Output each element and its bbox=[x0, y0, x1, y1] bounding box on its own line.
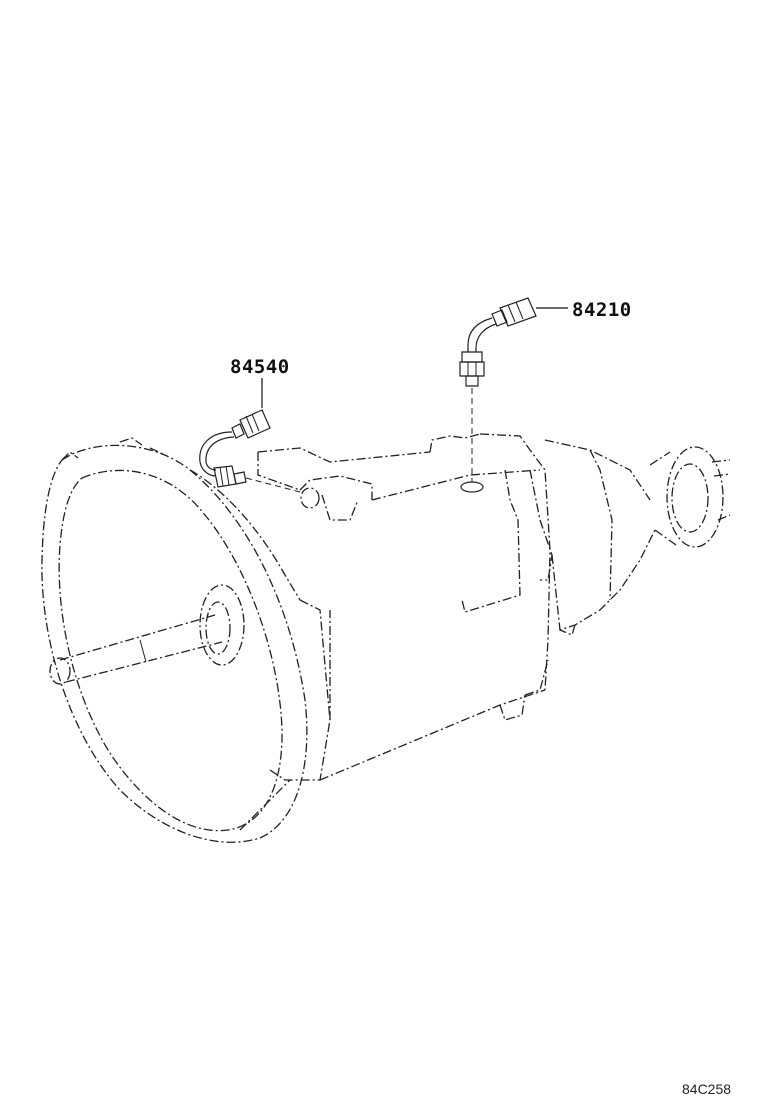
part-label-84540: 84540 bbox=[230, 356, 290, 378]
part-label-84210: 84210 bbox=[572, 299, 632, 321]
main-case bbox=[257, 388, 553, 781]
input-shaft bbox=[49, 584, 245, 685]
sensor-84210 bbox=[459, 297, 537, 387]
extension-housing bbox=[544, 439, 731, 636]
sensor-84540 bbox=[199, 409, 301, 493]
bell-housing bbox=[41, 437, 331, 843]
diagram-reference-code: 84C258 bbox=[682, 1081, 731, 1097]
